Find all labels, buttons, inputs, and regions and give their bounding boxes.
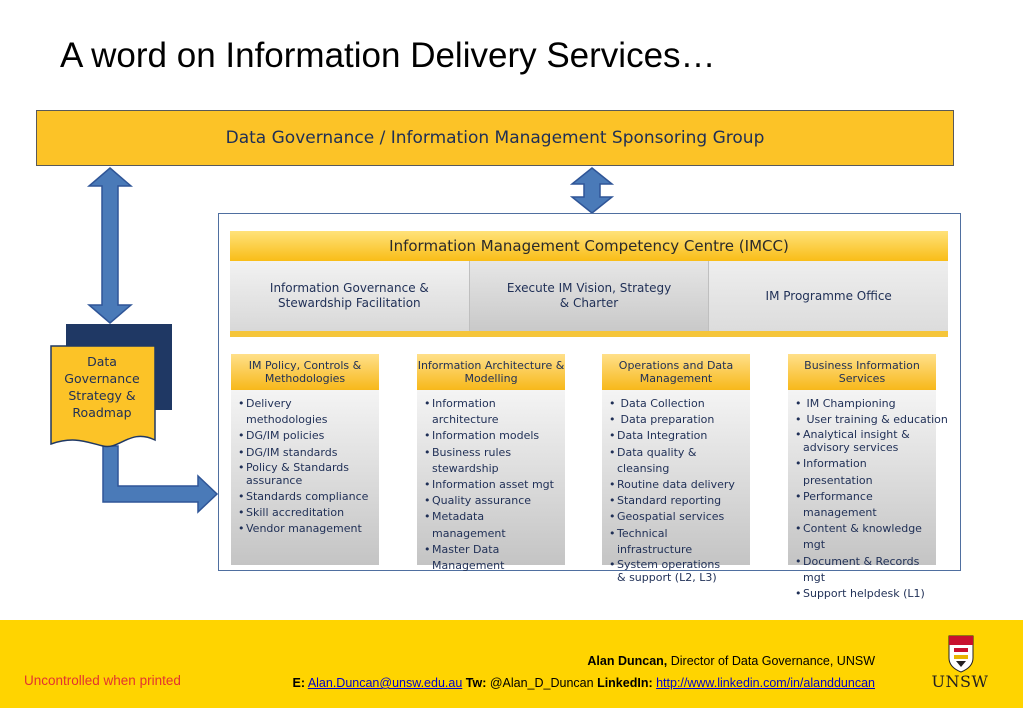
list-item: Standard reporting (609, 493, 746, 509)
column-heading: IM Policy, Controls &Methodologies (231, 354, 379, 390)
footer-contact: E: Alan.Duncan@unsw.edu.au Tw: @Alan_D_D… (293, 676, 875, 690)
email-label: E: (292, 676, 306, 690)
list-item: Information presentation (795, 456, 932, 488)
list-item: Information architecture (424, 396, 561, 428)
column-policy: IM Policy, Controls &Methodologies Deliv… (231, 354, 379, 565)
list-item: Business rules stewardship (424, 445, 561, 477)
uncontrolled-notice: Uncontrolled when printed (24, 673, 181, 688)
doc-line-2: Governance (64, 371, 140, 386)
elbow-arrow-icon (102, 445, 219, 514)
column-heading-line: Management (639, 372, 713, 385)
twitter-handle: @Alan_D_Duncan (489, 676, 594, 690)
author-role: Director of Data Governance, UNSW (667, 654, 875, 668)
column-heading-line: Methodologies (264, 372, 346, 385)
unsw-crest-icon (948, 635, 974, 673)
list-item: Content & knowledge mgt (795, 521, 932, 553)
list-item: Data quality & cleansing (609, 445, 746, 477)
imcc-function-governance: Information Governance &Stewardship Faci… (230, 261, 470, 331)
imcc-title: Information Management Competency Centre… (230, 231, 948, 261)
imcc-function-line: Information Governance & (269, 281, 429, 295)
column-list: Information architecture Information mod… (424, 396, 561, 574)
list-item: DG/IM policies (238, 428, 375, 444)
imcc-function-line: IM Programme Office (765, 288, 892, 303)
list-item: Skill accreditation (238, 505, 375, 521)
list-item: IM Championing (795, 396, 932, 412)
column-heading-line: Operations and Data (618, 359, 734, 372)
column-heading-line: Information Architecture & (417, 359, 565, 372)
footer-author: Alan Duncan, Director of Data Governance… (587, 654, 875, 668)
column-body: IM Championing User training & education… (788, 390, 948, 602)
list-item: Quality assurance (424, 493, 561, 509)
list-item: Standards compliance (238, 489, 375, 505)
slide-title: A word on Information Delivery Services… (60, 36, 716, 75)
list-item: Technical infrastructure (609, 526, 746, 558)
strategy-document-label: Data Governance Strategy & Roadmap (52, 353, 152, 421)
column-heading-line: Business Information (804, 359, 920, 372)
list-item: Routine data delivery (609, 477, 746, 493)
imcc-functions-row: Information Governance &Stewardship Faci… (230, 261, 949, 337)
imcc-function-line: Stewardship Facilitation (278, 296, 421, 310)
document-icon (50, 345, 156, 448)
column-architecture: Information Architecture &Modelling Info… (417, 354, 565, 572)
column-heading-line: Services (838, 372, 886, 385)
column-body: Information architecture Information mod… (417, 390, 565, 572)
list-item: Delivery methodologies (238, 396, 375, 428)
twitter-label: Tw: (465, 676, 487, 690)
linkedin-link[interactable]: http://www.linkedin.com/in/alandduncan (656, 676, 875, 690)
column-body: Delivery methodologies DG/IM policies DG… (231, 390, 379, 565)
list-item: Analytical insight & advisory services (795, 428, 921, 454)
list-item: Document & Records mgt (795, 554, 932, 586)
column-list: Delivery methodologies DG/IM policies DG… (238, 396, 375, 538)
imcc-function-line: Execute IM Vision, Strategy (506, 281, 672, 295)
list-item: Support helpdesk (L1) (795, 586, 932, 602)
unsw-wordmark: UNSW (931, 672, 989, 691)
list-item: Information asset mgt (424, 477, 561, 493)
list-item: Data preparation (609, 412, 746, 428)
list-item: Geospatial services (609, 509, 746, 525)
list-item: Vendor management (238, 521, 375, 537)
list-item: Data Integration (609, 428, 746, 444)
column-heading-line: Modelling (464, 372, 518, 385)
footer-bar (0, 620, 1023, 708)
imcc-function-vision: Execute IM Vision, Strategy& Charter (469, 261, 710, 331)
list-item: Information models (424, 428, 561, 444)
column-heading: Information Architecture &Modelling (417, 354, 565, 390)
doc-line-4: Roadmap (72, 405, 132, 420)
email-link[interactable]: Alan.Duncan@unsw.edu.au (307, 676, 463, 690)
imcc-function-programme-office: IM Programme Office (709, 261, 949, 331)
sponsoring-group-box: Data Governance / Information Management… (36, 110, 954, 166)
linkedin-label: LinkedIn: (597, 676, 653, 690)
left-double-arrow-icon (86, 167, 134, 324)
list-item: Metadata management (424, 509, 561, 541)
list-item: DG/IM standards (238, 445, 375, 461)
list-item: Data Collection (609, 396, 746, 412)
list-item: Policy & Standards assurance (238, 461, 356, 487)
list-item: User training & education (795, 412, 948, 428)
imcc-function-line: & Charter (559, 296, 619, 310)
column-list: IM Championing User training & education… (795, 396, 948, 602)
sponsoring-group-label: Data Governance / Information Management… (225, 128, 765, 148)
list-item: Performance management (795, 489, 932, 521)
doc-line-3: Strategy & (68, 388, 136, 403)
list-item: System operations & support (L2, L3) (609, 558, 732, 584)
imcc-title-text: Information Management Competency Centre… (389, 237, 789, 255)
column-body: Data Collection Data preparation Data In… (602, 390, 750, 584)
column-list: Data Collection Data preparation Data In… (609, 396, 746, 584)
column-heading-line: IM Policy, Controls & (248, 359, 362, 372)
list-item: Master Data Management (424, 542, 561, 574)
author-name: Alan Duncan, (587, 654, 668, 668)
doc-line-1: Data (87, 354, 117, 369)
